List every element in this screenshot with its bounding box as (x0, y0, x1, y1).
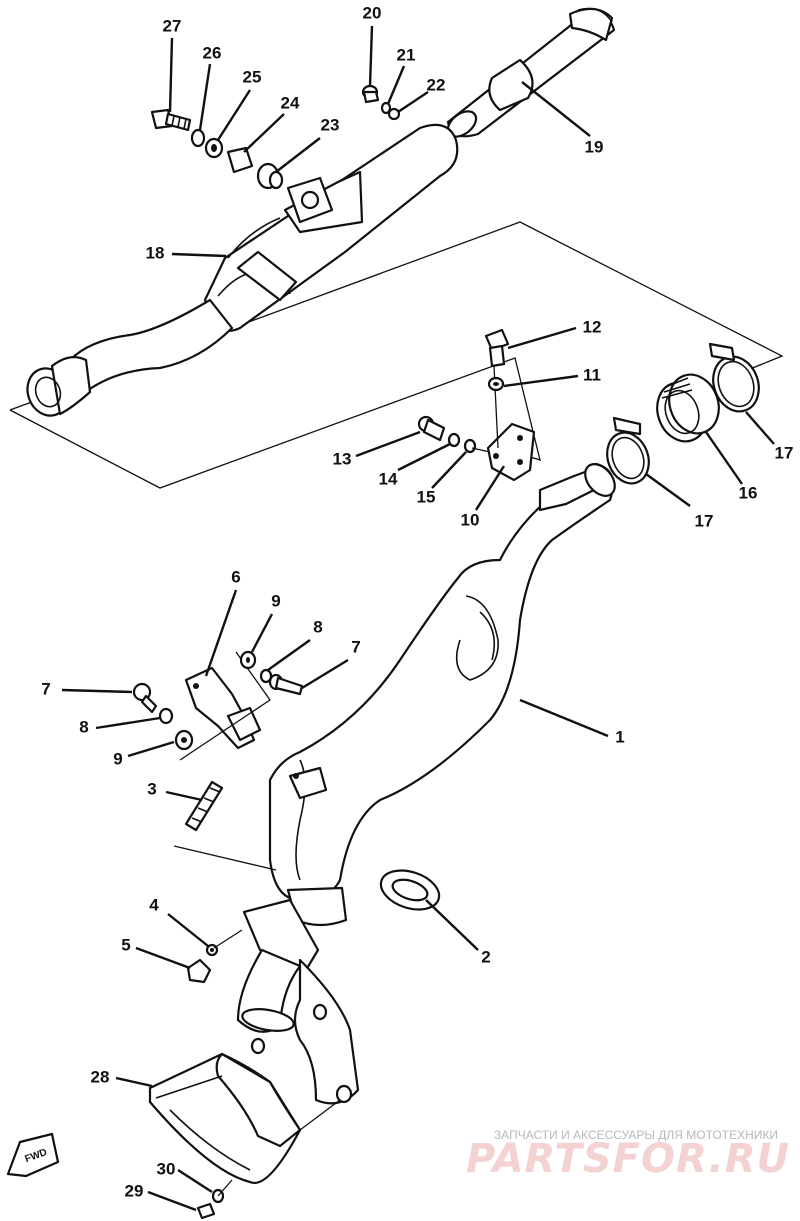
washer-14 (447, 432, 461, 448)
callout-28: 28 (91, 1067, 110, 1086)
callout-22: 22 (427, 75, 446, 94)
washer-26 (190, 128, 206, 148)
callout-18: 18 (146, 243, 165, 262)
washer-11 (487, 376, 505, 392)
washer-8-right (259, 668, 273, 684)
callout-25: 25 (243, 67, 262, 86)
callout-1: 1 (615, 727, 624, 746)
callout-3: 3 (147, 779, 156, 798)
stud-3 (184, 780, 224, 832)
bolt-13 (417, 415, 446, 442)
bracket-6 (184, 666, 262, 750)
leader-lines (61, 25, 775, 1212)
callout-29: 29 (125, 1181, 144, 1200)
callout-17-upper: 17 (775, 443, 794, 462)
bolt-7-left (132, 682, 158, 714)
callout-19: 19 (585, 137, 604, 156)
watermark: ЗАПЧАСТИ И АКСЕССУАРЫ ДЛЯ МОТОТЕХНИКИ PA… (466, 1128, 790, 1182)
callouts: 27 26 25 24 23 20 21 22 19 18 12 11 13 1… (41, 3, 793, 1200)
watermark-brand: PARTSFOR.RU (466, 1136, 790, 1182)
callout-7-left: 7 (41, 679, 50, 698)
silencer (26, 123, 459, 417)
callout-21: 21 (397, 45, 416, 64)
callout-16: 16 (739, 483, 758, 502)
callout-26: 26 (203, 43, 222, 62)
bolt-7-right (268, 673, 304, 696)
callout-4: 4 (149, 895, 159, 914)
callout-2: 2 (481, 947, 490, 966)
washer-15 (463, 438, 477, 454)
tail-pipe (446, 7, 616, 138)
bolt-12 (484, 328, 510, 368)
collar-24 (226, 146, 254, 174)
callout-8-right: 8 (313, 617, 322, 636)
guard-28 (148, 1052, 302, 1185)
clamp-17-upper (708, 342, 760, 413)
callout-15: 15 (417, 487, 436, 506)
callout-27: 27 (163, 16, 182, 35)
callout-9-right: 9 (271, 591, 280, 610)
callout-24: 24 (281, 93, 300, 112)
washer-8-left (158, 707, 174, 725)
washer-21 (380, 101, 392, 115)
gasket-2 (379, 869, 441, 911)
nut-22 (387, 107, 401, 121)
callout-20: 20 (363, 3, 382, 22)
joint-16 (656, 373, 720, 443)
callout-5: 5 (121, 935, 130, 954)
fwd-arrow: FWD (6, 1132, 60, 1178)
callout-13: 13 (333, 449, 352, 468)
callout-10: 10 (461, 510, 480, 529)
clamp-17-lower (606, 416, 650, 485)
callout-23: 23 (321, 115, 340, 134)
callout-30: 30 (157, 1159, 176, 1178)
watermark-tagline: ЗАПЧАСТИ И АКСЕССУАРЫ ДЛЯ МОТОТЕХНИКИ (494, 1128, 778, 1142)
callout-11: 11 (583, 365, 601, 384)
callout-12: 12 (583, 317, 602, 336)
nut-5 (186, 958, 212, 984)
callout-7-right: 7 (351, 637, 360, 656)
bolt-27 (150, 108, 192, 132)
callout-8-left: 8 (79, 717, 88, 736)
callout-17-lower: 17 (695, 511, 714, 530)
silencer-group-boundary (9, 221, 784, 411)
screw-29 (196, 1202, 216, 1220)
bracket-10 (486, 422, 536, 482)
callout-9-left: 9 (113, 749, 122, 768)
callout-6: 6 (231, 567, 240, 586)
exhaust-pipe (236, 462, 616, 1105)
callout-14: 14 (379, 469, 398, 488)
